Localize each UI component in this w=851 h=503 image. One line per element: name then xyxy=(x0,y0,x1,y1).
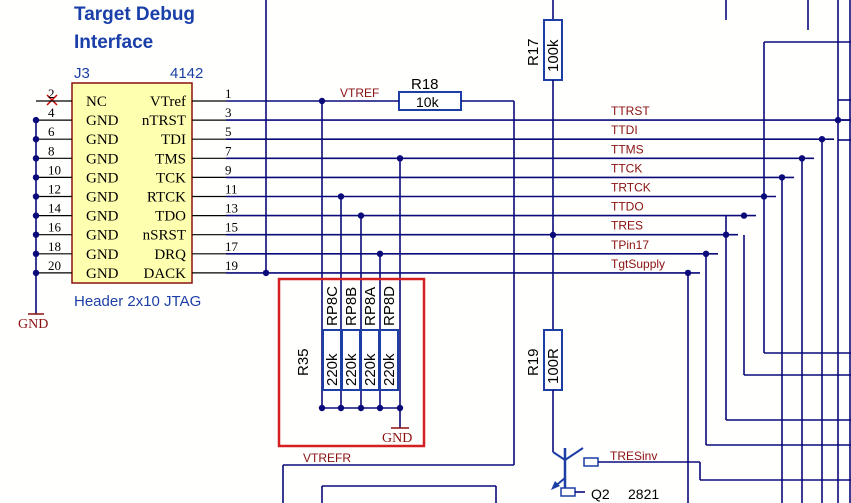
net-label-signal: TRES xyxy=(611,219,643,233)
title-line-2: Interface xyxy=(74,32,153,53)
r17-value: 100k xyxy=(545,39,562,72)
pin-number-left: 10 xyxy=(48,162,61,177)
pin-name-left: GND xyxy=(86,132,119,148)
rp-part-ref: RP8C xyxy=(324,286,341,326)
junction-gnd xyxy=(32,116,40,124)
net-label-signal: TTCK xyxy=(611,161,642,175)
net-label-signal: TTDI xyxy=(611,123,638,137)
q2-ref: Q2 xyxy=(591,486,610,502)
rp-value: 220k xyxy=(381,353,398,386)
junction-gnd xyxy=(32,250,40,257)
net-label-vtrefr: VTREFR xyxy=(303,451,351,465)
pin-name-right: VTref xyxy=(150,94,186,110)
junction-gnd xyxy=(32,155,40,162)
rp-part-ref: RP8D xyxy=(381,286,398,326)
pin-number-left: 8 xyxy=(48,143,55,158)
connector-pins: 2NC4GND6GND8GND10GND12GND14GND16GND18GND… xyxy=(32,86,239,282)
pin-name-right: DRQ xyxy=(154,247,186,263)
pin-number-right: 15 xyxy=(225,220,238,235)
junction-gnd xyxy=(32,212,40,219)
net-label-signal: TTDO xyxy=(611,200,644,214)
connector-ref: J3 xyxy=(74,65,90,82)
pin-number-right: 19 xyxy=(225,258,238,273)
right-bus xyxy=(687,0,851,503)
connector-part: 4142 xyxy=(170,65,203,82)
connector-footer: Header 2x10 JTAG xyxy=(74,293,201,310)
junction-bus xyxy=(702,250,710,257)
pin-name-right: TDO xyxy=(155,209,186,225)
junction-bus xyxy=(740,212,748,219)
title-line-1: Target Debug xyxy=(74,4,195,25)
pin-name-left: GND xyxy=(86,113,119,129)
junction-gnd xyxy=(32,174,40,181)
net-label-vtref: VTREF xyxy=(340,86,379,100)
pin-number-left: 14 xyxy=(48,201,62,216)
junction-gnd xyxy=(32,136,40,143)
pin-number-right: 5 xyxy=(225,124,232,139)
pin-name-right: TDI xyxy=(161,132,186,148)
pin-number-left: 2 xyxy=(48,86,55,101)
pin-name-left: GND xyxy=(86,151,119,167)
r19-ref: R19 xyxy=(525,348,542,376)
rp-ref: R35 xyxy=(295,348,312,376)
gnd-label-pack: GND xyxy=(382,431,412,446)
net-label-tresinv: TRESinv xyxy=(610,449,657,463)
pin-name-right: TMS xyxy=(155,151,186,167)
junction-bus xyxy=(684,269,692,277)
pin-number-right: 17 xyxy=(225,239,239,254)
net-label-signal: TTMS xyxy=(611,142,644,156)
pin-number-right: 9 xyxy=(225,162,232,177)
pin-name-left: GND xyxy=(86,247,119,263)
pin-number-right: 11 xyxy=(225,182,238,197)
pin-number-right: 1 xyxy=(225,86,232,101)
pin-number-left: 18 xyxy=(48,239,61,254)
rp-resistor xyxy=(379,329,399,391)
net-label-signal: TTRST xyxy=(611,104,650,118)
pin-number-left: 6 xyxy=(48,124,55,139)
junction-gnd xyxy=(32,231,40,238)
rp-part-ref: RP8A xyxy=(362,287,379,326)
gnd-label-left: GND xyxy=(18,317,48,332)
pin-number-right: 3 xyxy=(225,105,232,120)
r18-ref: R18 xyxy=(411,76,439,93)
rp-value: 220k xyxy=(343,353,360,386)
resistor-pack-rp8: 220k RP8C 220k RP8B 220k RP8A 220k RP8D xyxy=(318,97,404,412)
junction-gnd xyxy=(32,193,40,200)
r17-ref: R17 xyxy=(525,38,542,66)
pin-name-left: GND xyxy=(86,170,119,186)
pin-number-right: 7 xyxy=(225,143,232,158)
rp-value: 220k xyxy=(362,353,379,386)
q2-part: 2821 xyxy=(628,486,659,502)
pin-name-right: DACK xyxy=(143,266,186,282)
junction-tres xyxy=(549,231,557,239)
pin-number-right: 13 xyxy=(225,201,238,216)
junction-gnd xyxy=(32,269,40,277)
net-label-signal: TgtSupply xyxy=(611,257,665,271)
connector-body xyxy=(71,82,193,284)
rp-part-ref: RP8B xyxy=(343,287,360,326)
pin-name-left: NC xyxy=(86,94,107,110)
no-connect-marker xyxy=(46,94,58,106)
pin-name-left: GND xyxy=(86,266,119,282)
pin-name-right: TCK xyxy=(156,170,186,186)
pin-name-right: RTCK xyxy=(147,190,186,206)
r19-value: 100R xyxy=(545,348,562,384)
signal-wires: TTRST TTDI TTMS TTCK TRTCK TTDO TRES TPin17TgtS… xyxy=(226,100,850,277)
pin-name-right: nTRST xyxy=(142,113,186,129)
pin-number-left: 12 xyxy=(48,182,61,197)
pin-number-left: 4 xyxy=(48,105,55,120)
pin-name-left: GND xyxy=(86,228,119,244)
pin-name-right: nSRST xyxy=(143,228,186,244)
r18-value: 10k xyxy=(416,94,440,110)
pin-number-left: 16 xyxy=(48,220,62,235)
pin-name-left: GND xyxy=(86,190,119,206)
net-label-signal: TPin17 xyxy=(611,238,649,252)
pin-name-left: GND xyxy=(86,209,119,225)
net-label-signal: TRTCK xyxy=(611,181,651,195)
pin-number-left: 20 xyxy=(48,258,61,273)
rp-value: 220k xyxy=(324,353,341,386)
highlight-box xyxy=(277,277,426,448)
